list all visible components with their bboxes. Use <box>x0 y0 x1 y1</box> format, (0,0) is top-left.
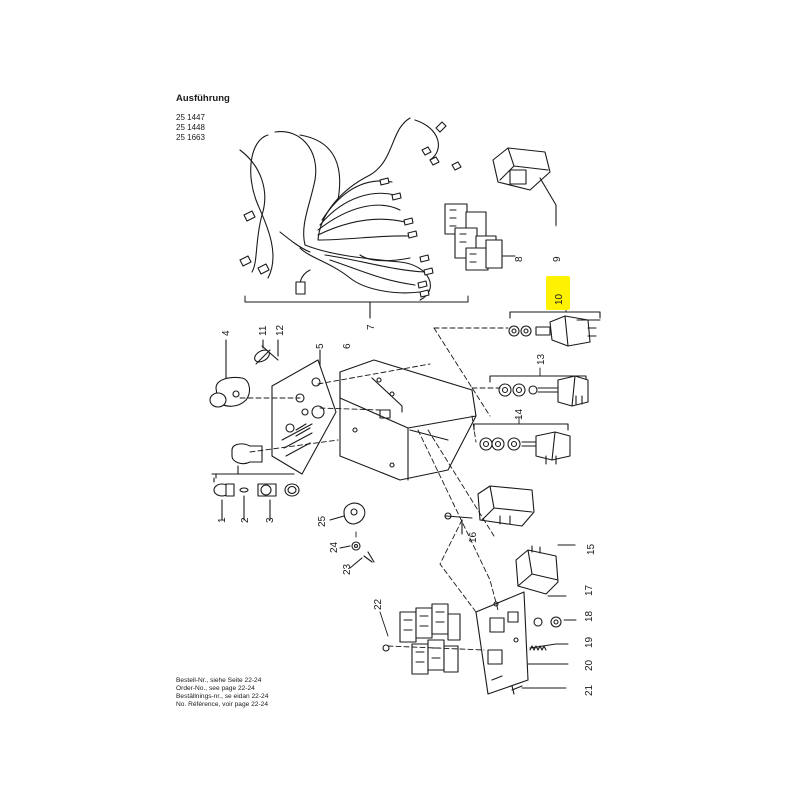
indicator-lamp-set <box>211 443 300 521</box>
variant-number: 25 1448 <box>176 123 205 132</box>
relay-housing <box>444 485 535 535</box>
callout-label-13: 13 <box>536 353 547 365</box>
page-title: Ausführung <box>176 93 230 104</box>
order-reference-note: Order-No., see page 22-24 <box>176 685 255 692</box>
callout-label-11: 11 <box>258 325 269 336</box>
callout-label-19: 19 <box>584 636 595 648</box>
callout-label-20: 20 <box>584 659 595 671</box>
callout-label-24: 24 <box>329 541 340 553</box>
toggle-switch-assembly <box>489 375 589 407</box>
callout-label-25: 25 <box>317 515 328 527</box>
callout-label-23: 23 <box>342 563 353 575</box>
callout-label-6: 6 <box>342 343 353 349</box>
callout-label-16: 16 <box>468 531 479 543</box>
highlight-marker <box>546 276 570 310</box>
wiring-harness <box>239 117 469 319</box>
callout-label-18: 18 <box>584 610 595 622</box>
callout-label-17: 17 <box>584 584 595 596</box>
callout-label-9: 9 <box>552 256 563 262</box>
callout-label-7: 7 <box>366 324 377 330</box>
fuse-socket-bank <box>382 603 461 675</box>
assembly-dashed-lines <box>239 327 509 651</box>
callout-label-21: 21 <box>584 684 595 696</box>
callout-label-2: 2 <box>240 517 251 523</box>
bulb-holder <box>254 339 279 365</box>
rotary-knob <box>209 339 251 408</box>
variant-number: 25 1663 <box>176 133 205 142</box>
callout-label-15: 15 <box>586 543 597 555</box>
push-switch-assembly <box>473 423 571 465</box>
callout-label-1: 1 <box>217 517 228 523</box>
control-housing <box>339 359 477 481</box>
callout-label-8: 8 <box>514 256 525 262</box>
order-reference-note: Bestell-Nr., siehe Seite 22-24 <box>176 677 262 684</box>
order-reference-note: No. Référence, voir page 22-24 <box>176 701 269 708</box>
callout-label-12: 12 <box>275 324 286 336</box>
callout-label-10: 10 <box>554 293 565 305</box>
relay <box>492 147 557 226</box>
screws-and-washers <box>511 616 562 695</box>
callout-label-14: 14 <box>514 408 525 420</box>
mounting-plate <box>475 591 529 695</box>
order-reference-note: Beställnings-nr., se eidan 22-24 <box>176 693 269 700</box>
variant-number: 25 1447 <box>176 113 205 122</box>
callout-leaders <box>379 225 601 689</box>
callout-label-4: 4 <box>221 330 232 336</box>
rocker-switch-assembly <box>508 311 601 347</box>
small-fasteners <box>329 502 375 569</box>
callout-label-5: 5 <box>315 343 326 349</box>
callout-label-22: 22 <box>373 598 384 610</box>
callout-label-3: 3 <box>265 517 276 523</box>
relay-socket-block <box>444 203 516 271</box>
front-panel <box>271 349 337 475</box>
flasher-unit <box>515 544 576 595</box>
